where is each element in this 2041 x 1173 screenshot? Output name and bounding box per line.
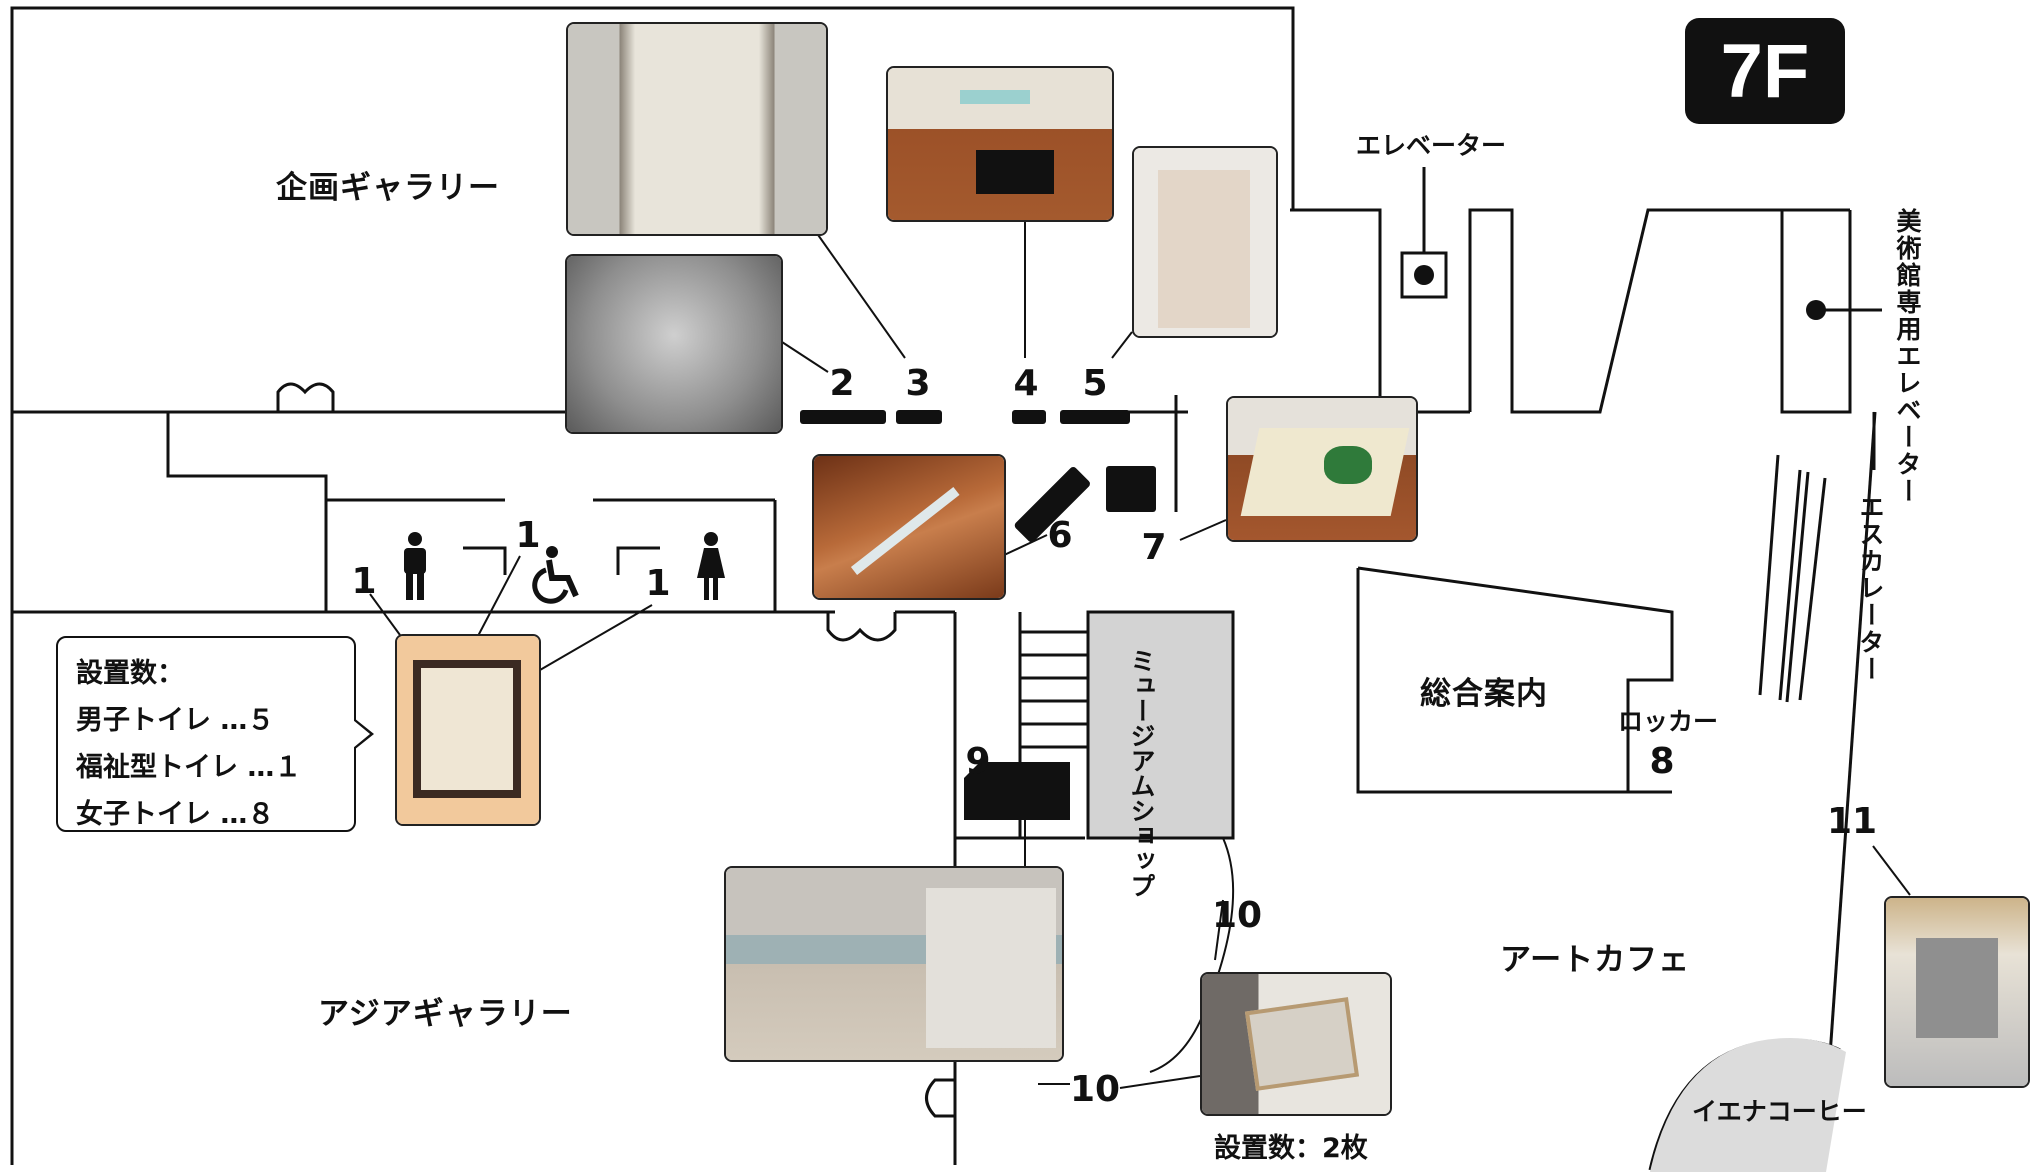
locker-label: ロッカー bbox=[1618, 707, 1719, 736]
marker-1-men: 1 bbox=[351, 561, 377, 602]
photo-item-10-artwork bbox=[1200, 972, 1392, 1116]
marker-10-bottom: 10 bbox=[1069, 1069, 1121, 1110]
marker-4: 4 bbox=[1013, 363, 1039, 404]
info-desk-label: 総合案内 bbox=[1420, 676, 1548, 712]
callout-men: 男子トイレ …５ bbox=[76, 705, 275, 736]
museum-shop-label: ミュージアムショップ bbox=[1127, 648, 1156, 898]
photo-item-11-window-work bbox=[1884, 896, 2030, 1088]
museum-shop-area bbox=[1086, 610, 1235, 840]
coffee-area bbox=[1650, 1038, 1846, 1172]
marker-3: 3 bbox=[905, 363, 931, 404]
callout-women: 女子トイレ …８ bbox=[76, 799, 275, 830]
women-toilet-icon bbox=[696, 532, 726, 606]
marker-1-women: 1 bbox=[645, 563, 671, 604]
photo-item-1-painting bbox=[566, 22, 828, 236]
marker-11: 11 bbox=[1826, 801, 1878, 842]
marker-1-accessible: 1 bbox=[515, 515, 541, 556]
asia-gallery-label: アジアギャラリー bbox=[318, 996, 573, 1032]
marker-6: 6 bbox=[1047, 515, 1073, 556]
toilet-count-callout: 設置数： 男子トイレ …５ 福祉型トイレ …１ 女子トイレ …８ bbox=[56, 636, 374, 832]
marker-7: 7 bbox=[1141, 527, 1167, 568]
photo-item-1-toilet-art bbox=[395, 634, 541, 826]
elevator-label: エレベーター bbox=[1356, 131, 1507, 160]
men-toilet-icon bbox=[400, 532, 430, 606]
museum-elevator-label: 美術館専用エレベーター bbox=[1893, 208, 1922, 505]
photo-item-2-artwork bbox=[565, 254, 783, 434]
coffee-label: イエナコーヒー bbox=[1692, 1097, 1867, 1126]
escalator-label: エスカレーター bbox=[1856, 494, 1885, 683]
marker-10-top: 10 bbox=[1211, 895, 1263, 936]
marker-9: 9 bbox=[965, 741, 991, 782]
callout-title: 設置数： bbox=[76, 658, 184, 689]
photo-item-4-installation bbox=[886, 66, 1114, 222]
marker-2: 2 bbox=[829, 363, 855, 404]
planning-gallery-label: 企画ギャラリー bbox=[276, 170, 500, 206]
art-cafe-label: アートカフェ bbox=[1500, 942, 1691, 978]
marker-8: 8 bbox=[1649, 741, 1675, 782]
item10-count-note: 設置数：2枚 bbox=[1214, 1133, 1368, 1164]
marker-5: 5 bbox=[1082, 363, 1108, 404]
photo-item-5-scroll bbox=[1132, 146, 1278, 338]
photo-asia-gallery bbox=[724, 866, 1064, 1062]
photo-item-6-floor-work bbox=[812, 454, 1006, 600]
floor-badge: 7F bbox=[1685, 18, 1845, 124]
callout-accessible: 福祉型トイレ …１ bbox=[76, 752, 302, 783]
accessible-toilet-icon bbox=[532, 546, 588, 608]
photo-item-7-map bbox=[1226, 396, 1418, 542]
